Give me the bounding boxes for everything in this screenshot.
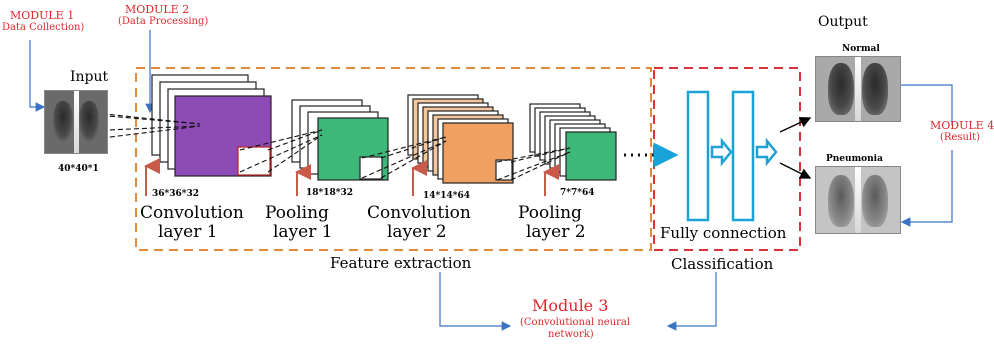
feature-extraction-label: Feature extraction	[330, 254, 472, 272]
conv-layer2-stack	[407, 94, 514, 184]
module2-title: MODULE 2	[125, 3, 190, 16]
pneumonia-label: Pneumonia	[826, 154, 883, 164]
conv-layer1-stack	[151, 74, 272, 177]
input-dims: 40*40*1	[58, 164, 99, 174]
module3-connector-right	[666, 272, 717, 331]
pool1-name-line2: layer 1	[273, 222, 333, 242]
module3-title: Module 3	[532, 296, 609, 315]
output-label: Output	[818, 14, 868, 30]
pool2-name: Pooling	[518, 203, 582, 223]
pool-layer1-stack	[291, 99, 389, 181]
arrow-to-pneumonia	[779, 162, 812, 179]
pool2-name-line2: layer 2	[526, 222, 586, 242]
module3-subtitle-line2: network)	[548, 329, 594, 340]
fully-connected-block	[686, 90, 778, 222]
conv2-dims: 14*14*64	[423, 191, 470, 201]
pool2-dims: 7*7*64	[560, 188, 595, 198]
normal-xray-image	[815, 56, 901, 122]
module4-subtitle: (Result)	[940, 132, 981, 143]
input-label: Input	[70, 69, 109, 85]
conv1-name: Convolution	[140, 203, 244, 223]
pool1-dims: 18*18*32	[306, 188, 353, 198]
module1-connector	[29, 40, 46, 112]
module1-title: MODULE 1	[10, 9, 75, 22]
pneumonia-xray-image	[815, 166, 901, 234]
module1-subtitle: Data Collection)	[2, 22, 85, 33]
module2-subtitle: (Data Processing)	[118, 16, 209, 27]
module4-title: MODULE 4	[930, 119, 994, 132]
conv1-name-line2: layer 1	[158, 222, 218, 242]
arrow-to-normal	[779, 117, 812, 133]
module3-subtitle: (Convolutional neural	[520, 317, 631, 328]
classification-label: Classification	[671, 255, 774, 273]
conv2-name: Convolution	[367, 203, 471, 223]
input-xray-image	[44, 90, 108, 154]
pool-layer2-stack	[529, 103, 617, 181]
classification-box	[653, 67, 801, 251]
fully-connection-label: Fully connection	[660, 224, 787, 242]
module4-connector-top	[900, 84, 953, 125]
module3-connector-left	[439, 272, 512, 331]
dimension-arrows	[144, 158, 559, 196]
conv1-dims: 36*36*32	[152, 189, 199, 199]
feature-extraction-box	[135, 67, 652, 251]
pool1-name: Pooling	[265, 203, 329, 223]
conv2-name-line2: layer 2	[387, 222, 447, 242]
normal-label: Normal	[842, 44, 880, 54]
module4-connector-bottom	[900, 150, 953, 227]
